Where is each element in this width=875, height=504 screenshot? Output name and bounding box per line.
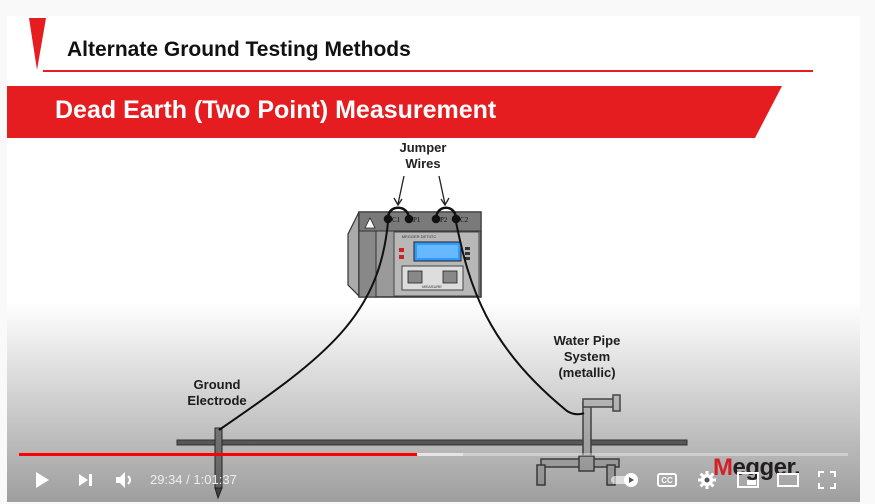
progress-bar[interactable] — [19, 453, 848, 456]
current-time: 29:34 — [150, 472, 183, 487]
autoplay-toggle-icon — [611, 473, 638, 487]
ground-electrode-label: Ground Electrode — [177, 377, 257, 409]
miniplayer-icon — [737, 472, 759, 488]
play-icon — [36, 472, 49, 488]
electrode-tip — [214, 487, 223, 500]
fullscreen-icon — [818, 471, 836, 489]
jumper-label-line: Wires — [405, 156, 441, 171]
video-frame: MEGGER DET4TC MEASURE C1 P1 P2 C2 Altern… — [7, 16, 860, 502]
pipe-label-line: (metallic) — [558, 365, 616, 380]
terminal-p2: P2 — [440, 216, 448, 224]
time-display: 29:34 / 1:01:37 — [150, 472, 237, 487]
player-controls: 29:34 / 1:01:37 CC — [7, 461, 860, 499]
test-leads — [218, 221, 585, 431]
settings-button[interactable] — [695, 467, 719, 493]
theater-icon — [777, 473, 799, 487]
terminal-p1: P1 — [413, 216, 421, 224]
slide-subtitle: Dead Earth (Two Point) Measurement — [55, 96, 497, 124]
time-separator: / — [186, 472, 190, 487]
volume-icon — [116, 472, 131, 488]
mute-button[interactable] — [112, 467, 136, 493]
water-pipe — [536, 394, 621, 486]
next-button[interactable] — [74, 467, 96, 493]
electrode-label-line: Electrode — [187, 393, 247, 408]
jumper-wires — [386, 206, 458, 220]
water-pipe-label: Water Pipe System (metallic) — [543, 333, 631, 381]
duration: 1:01:37 — [193, 472, 237, 487]
subtitles-button[interactable]: CC — [655, 467, 679, 493]
settings-icon — [698, 471, 716, 489]
pipe-label-line: System — [563, 349, 611, 364]
play-button[interactable] — [31, 467, 53, 493]
theater-mode-button[interactable] — [775, 467, 801, 493]
next-icon — [79, 474, 92, 486]
jumper-wires-label: Jumper Wires — [389, 140, 457, 172]
pipe-label-line: Water Pipe — [553, 333, 621, 348]
terminal-c1: C1 — [392, 216, 401, 224]
cc-icon: CC — [657, 473, 677, 487]
autoplay-toggle[interactable] — [609, 467, 643, 493]
electrode-label-line: Ground — [193, 377, 241, 392]
played-bar — [19, 453, 417, 456]
meter-button-text: MEASURE — [422, 284, 442, 289]
fullscreen-button[interactable] — [815, 467, 839, 493]
red-accent-shape — [29, 18, 46, 70]
meter-terminal-labels: C1 P1 P2 C2 — [392, 216, 469, 224]
meter-brand-text: MEGGER DET4TC — [402, 234, 437, 239]
ground-surface — [176, 439, 688, 446]
slide-graphics: MEGGER DET4TC MEASURE C1 P1 P2 C2 — [7, 18, 813, 500]
terminal-c2: C2 — [460, 216, 469, 224]
subtitle-banner — [7, 86, 782, 138]
miniplayer-button[interactable] — [735, 467, 761, 493]
slide-title: Alternate Ground Testing Methods — [67, 38, 411, 61]
video-player[interactable]: MEGGER DET4TC MEASURE C1 P1 P2 C2 Altern… — [7, 16, 860, 502]
megger-logo: Megger. — [713, 454, 801, 481]
jumper-label-line: Jumper — [399, 140, 447, 155]
earth-tester-meter: MEGGER DET4TC MEASURE — [347, 211, 482, 298]
jumper-arrows — [393, 175, 450, 207]
